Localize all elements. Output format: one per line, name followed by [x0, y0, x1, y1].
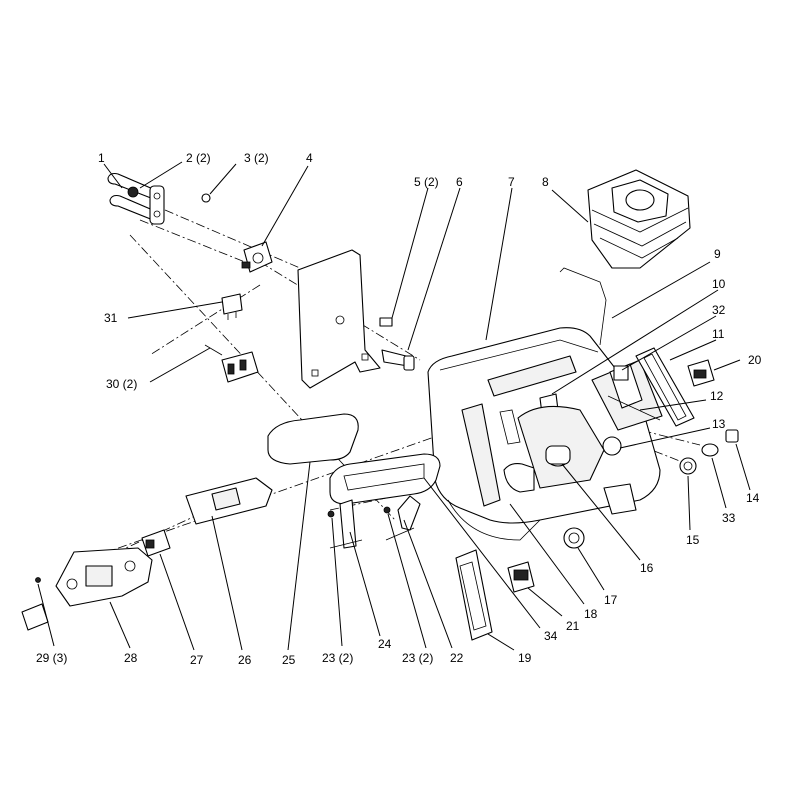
part-26-bezel: [185, 477, 273, 525]
callout-6: 6: [456, 175, 463, 189]
callout-10: 10: [712, 277, 726, 291]
part-32-bezel: [613, 365, 629, 381]
callout-4: 4: [306, 151, 313, 165]
callout-7: 7: [508, 175, 515, 189]
callout-32: 32: [712, 303, 726, 317]
callout-22: 22: [450, 651, 464, 665]
part-22-linkage: [385, 495, 421, 541]
callout-9: 9: [714, 247, 721, 261]
callout-19: 19: [518, 651, 532, 665]
part-11-panel-insert: [635, 347, 695, 427]
part-4-switch-block: [241, 241, 273, 273]
part-17-connector: [563, 527, 585, 549]
callout-16: 16: [640, 561, 654, 575]
callout-1: 1: [98, 151, 105, 165]
callout-14: 14: [746, 491, 760, 505]
part-8-shift-boot: [587, 169, 691, 269]
part-21-rocker-switch: [507, 561, 535, 593]
part-14-cap: [725, 429, 739, 443]
part-20-switch: [687, 359, 715, 387]
callout-2: 2 (2): [186, 151, 211, 165]
callout-labels: 1 2 (2) 3 (2) 4 5 (2) 6 7 8 9 10 32 11 2…: [36, 151, 762, 667]
callout-23-left: 23 (2): [322, 651, 353, 665]
callout-33: 33: [722, 511, 736, 525]
callout-26: 26: [238, 653, 252, 667]
part-9-cable: [559, 267, 607, 346]
callout-17: 17: [604, 593, 618, 607]
callout-29: 29 (3): [36, 651, 67, 665]
part-5-bolt: [379, 317, 393, 327]
part-27-switch: [141, 529, 171, 557]
part-28-dash-panel: [55, 547, 153, 607]
part-23-screw: [327, 506, 391, 518]
callout-5: 5 (2): [414, 175, 439, 189]
part-2-nut: [127, 186, 139, 198]
mounting-plate: [297, 249, 381, 389]
callout-12: 12: [710, 389, 724, 403]
callout-11: 11: [712, 327, 725, 341]
callout-13: 13: [712, 417, 726, 431]
callout-23-right: 23 (2): [402, 651, 433, 665]
callout-3: 3 (2): [244, 151, 269, 165]
part-33-washer: [701, 443, 719, 457]
part-19-tray: [455, 549, 493, 641]
callout-15: 15: [686, 533, 700, 547]
part-7-console-housing: [427, 327, 663, 541]
part-25-cover: [267, 413, 359, 465]
part-24-bracket: [329, 499, 363, 549]
callout-18: 18: [584, 607, 598, 621]
part-30-fuse-block: [204, 344, 259, 383]
part-3-nut: [201, 193, 211, 203]
callout-31: 31: [104, 311, 118, 325]
part-16-shift-knob: [545, 445, 571, 467]
callout-25: 25: [282, 653, 296, 667]
callout-8: 8: [542, 175, 549, 189]
part-31-relay: [221, 293, 243, 320]
callout-30: 30 (2): [106, 377, 137, 391]
callout-28: 28: [124, 651, 138, 665]
part-34-trim-frame: [329, 453, 441, 505]
part-15-grommet: [679, 457, 697, 475]
part-12-trim: [607, 395, 661, 421]
callout-21: 21: [566, 619, 580, 633]
callout-34: 34: [544, 629, 558, 643]
leader-lines: [37, 161, 751, 651]
callout-24: 24: [378, 637, 392, 651]
callout-27: 27: [190, 653, 204, 667]
part-6-key-switch: [381, 349, 415, 371]
part-1-tube-bracket: [107, 172, 165, 225]
part-29-screw: [35, 577, 41, 583]
callout-20: 20: [748, 353, 762, 367]
